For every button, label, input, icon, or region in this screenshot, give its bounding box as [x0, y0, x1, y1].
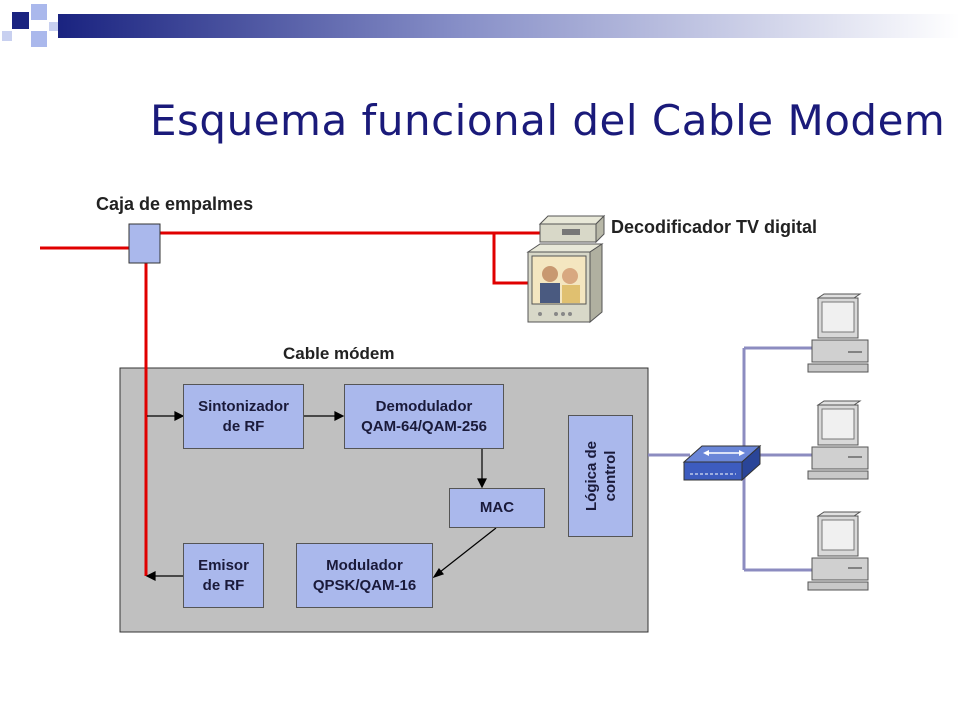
- page-title: Esquema funcional del Cable Modem: [150, 96, 946, 145]
- block-sintonizador: Sintonizador de RF: [183, 384, 304, 449]
- coax-lines: [40, 231, 540, 576]
- tv-icon: [526, 243, 604, 324]
- block-sintonizador-line2: de RF: [222, 417, 265, 435]
- block-logica-line2: control: [601, 450, 619, 502]
- block-logica-line1: Lógica de: [582, 440, 600, 512]
- block-emisor-line1: Emisor: [198, 556, 249, 574]
- label-cable-modem: Cable módem: [283, 344, 395, 363]
- switch-icon: [682, 444, 762, 482]
- block-modulador-line2: QPSK/QAM-16: [312, 576, 417, 594]
- splice-box: [128, 223, 161, 264]
- block-modulador: Modulador QPSK/QAM-16: [296, 543, 433, 608]
- block-sintonizador-line1: Sintonizador: [198, 397, 289, 415]
- computer-1-icon: [807, 293, 869, 373]
- header-squares: [2, 4, 58, 47]
- block-logica-de-control: Lógica de control: [568, 415, 633, 537]
- block-modulador-line1: Modulador: [326, 556, 403, 574]
- block-emisor-line2: de RF: [202, 576, 245, 594]
- block-mac: MAC: [449, 488, 545, 528]
- internal-arrows: [145, 411, 497, 581]
- block-demodulador-line1: Demodulador: [375, 397, 473, 415]
- block-mac-label: MAC: [479, 499, 515, 516]
- block-demodulador: Demodulador QAM-64/QAM-256: [344, 384, 504, 449]
- computer-2-icon: [807, 400, 869, 480]
- computer-3-icon: [807, 511, 869, 591]
- label-decodificador: Decodificador TV digital: [611, 217, 818, 237]
- block-demodulador-line2: QAM-64/QAM-256: [361, 417, 487, 435]
- header-bar: [58, 14, 960, 38]
- block-emisor: Emisor de RF: [183, 543, 264, 608]
- label-caja-de-empalmes: Caja de empalmes: [96, 194, 254, 214]
- decoder-icon: [538, 214, 606, 244]
